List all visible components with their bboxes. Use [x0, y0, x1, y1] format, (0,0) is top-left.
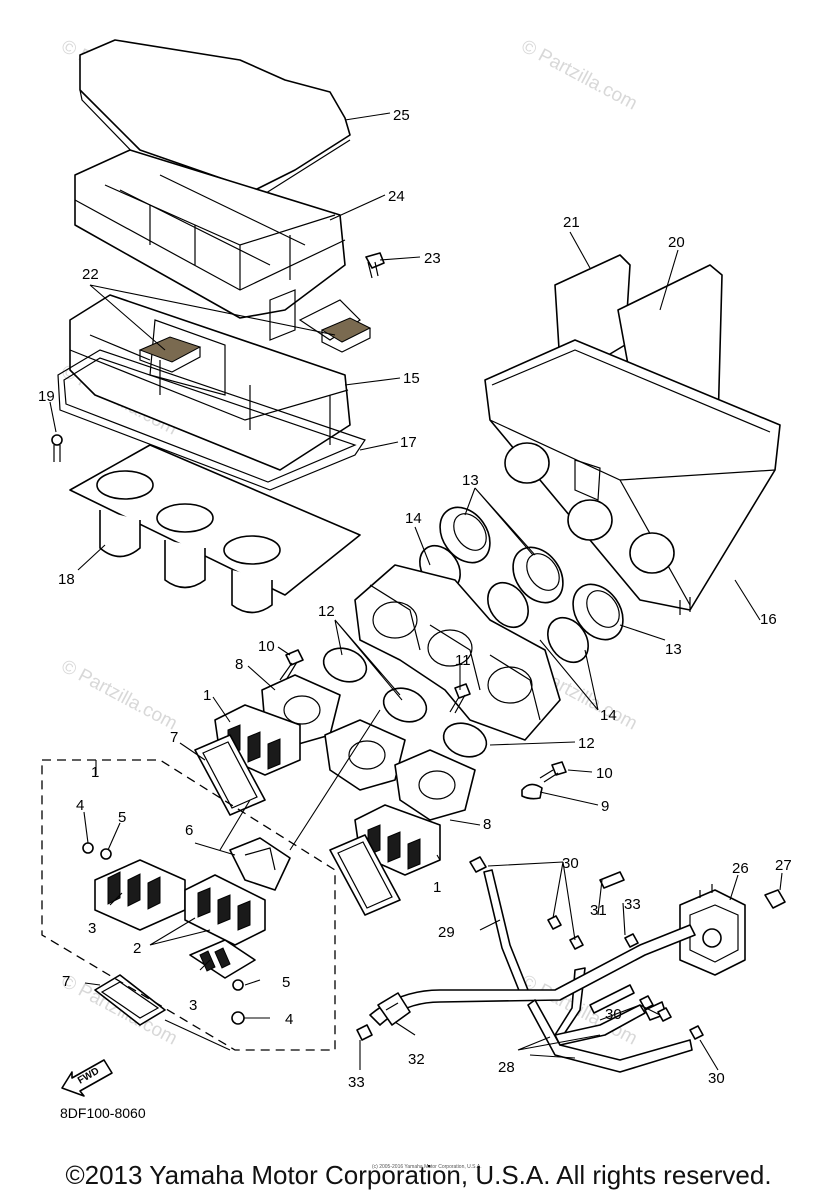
- throttle-body-part: [354, 564, 561, 741]
- callout-11: 11: [455, 652, 471, 669]
- callout-30: 30: [708, 1070, 725, 1087]
- callout-8: 8: [483, 816, 491, 833]
- intake-boot-part: [439, 506, 624, 641]
- callout-14: 14: [600, 707, 617, 724]
- gasket-part: [57, 349, 366, 491]
- manifold-part: [261, 674, 476, 821]
- callout-2: 2: [133, 940, 141, 957]
- callout-7: 7: [62, 973, 70, 990]
- lower-filter-case-part: [69, 294, 351, 471]
- callout-numbers: 25 24 23 22 21 20 15 19 17 13 13 14 18 1…: [38, 107, 792, 1091]
- callout-20: 20: [668, 234, 685, 251]
- callout-27: 27: [775, 857, 792, 874]
- callout-25: 25: [393, 107, 410, 124]
- base-plate-part: [69, 444, 361, 614]
- small-copyright: (c) 2005-2016 Yamaha Motor Corporation, …: [372, 1164, 482, 1170]
- callout-31: 31: [590, 902, 607, 919]
- upper-filter-case-part: [74, 149, 361, 341]
- callout-22: 22: [82, 266, 99, 283]
- callout-12: 12: [318, 603, 335, 620]
- hose-clip-part: [356, 856, 704, 1041]
- air-box-part: [484, 339, 781, 615]
- leader-lines: [49, 112, 783, 1071]
- foam-pad-part: [138, 317, 372, 373]
- callout-30: 30: [605, 1006, 622, 1023]
- fuel-pump-part: [679, 884, 746, 976]
- callout-24: 24: [388, 188, 405, 205]
- callout-17: 17: [400, 434, 417, 451]
- callout-5: 5: [118, 809, 126, 826]
- callout-8: 8: [235, 656, 243, 673]
- callout-15: 15: [403, 370, 420, 387]
- callout-9: 9: [601, 798, 609, 815]
- callout-10: 10: [258, 638, 275, 655]
- callout-4: 4: [285, 1011, 293, 1028]
- callout-13: 13: [462, 472, 479, 489]
- cap-nut-part: [764, 889, 786, 909]
- callout-5: 5: [282, 974, 290, 991]
- reed-valve-part: [214, 704, 441, 876]
- callout-18: 18: [58, 571, 75, 588]
- callout-6: 6: [185, 822, 193, 839]
- clamp-part: [322, 647, 488, 758]
- reed-valve-components: [82, 837, 291, 1025]
- callout-3: 3: [88, 920, 96, 937]
- callout-1: 1: [433, 879, 441, 896]
- watermark: © Partzilla.com: [58, 656, 181, 735]
- callout-1: 1: [91, 764, 99, 781]
- reed-valve-group-box: [41, 759, 336, 1051]
- callout-7: 7: [170, 729, 178, 746]
- callout-12: 12: [578, 735, 595, 752]
- watermark: © Partzilla.com: [518, 36, 641, 115]
- copyright-notice: ©2013 Yamaha Motor Corporation, U.S.A. A…: [65, 1160, 772, 1190]
- diagram-code: 8DF100-8060: [60, 1105, 146, 1121]
- bolt-part: [365, 252, 385, 279]
- gasket-part: [94, 734, 401, 1026]
- callout-4: 4: [76, 797, 84, 814]
- callout-1: 1: [203, 687, 211, 704]
- callout-26: 26: [732, 860, 749, 877]
- callout-16: 16: [760, 611, 777, 628]
- callout-33: 33: [624, 896, 641, 913]
- bolt-part: [279, 649, 567, 783]
- callout-3: 3: [189, 997, 197, 1014]
- callout-14: 14: [405, 510, 422, 527]
- callout-33: 33: [348, 1074, 365, 1091]
- callout-23: 23: [424, 250, 441, 267]
- callout-29: 29: [438, 924, 455, 941]
- callout-32: 32: [408, 1051, 425, 1068]
- hose-fitting-part: [377, 992, 411, 1026]
- hose-part: [369, 869, 696, 1073]
- hose-clip-part: [521, 783, 543, 800]
- callout-19: 19: [38, 388, 55, 405]
- screw-part: [51, 434, 63, 462]
- fwd-arrow-icon: FWD: [61, 1059, 113, 1097]
- callout-30: 30: [562, 855, 579, 872]
- callout-13: 13: [665, 641, 682, 658]
- callout-10: 10: [596, 765, 613, 782]
- callout-28: 28: [498, 1059, 515, 1076]
- callout-21: 21: [563, 214, 580, 231]
